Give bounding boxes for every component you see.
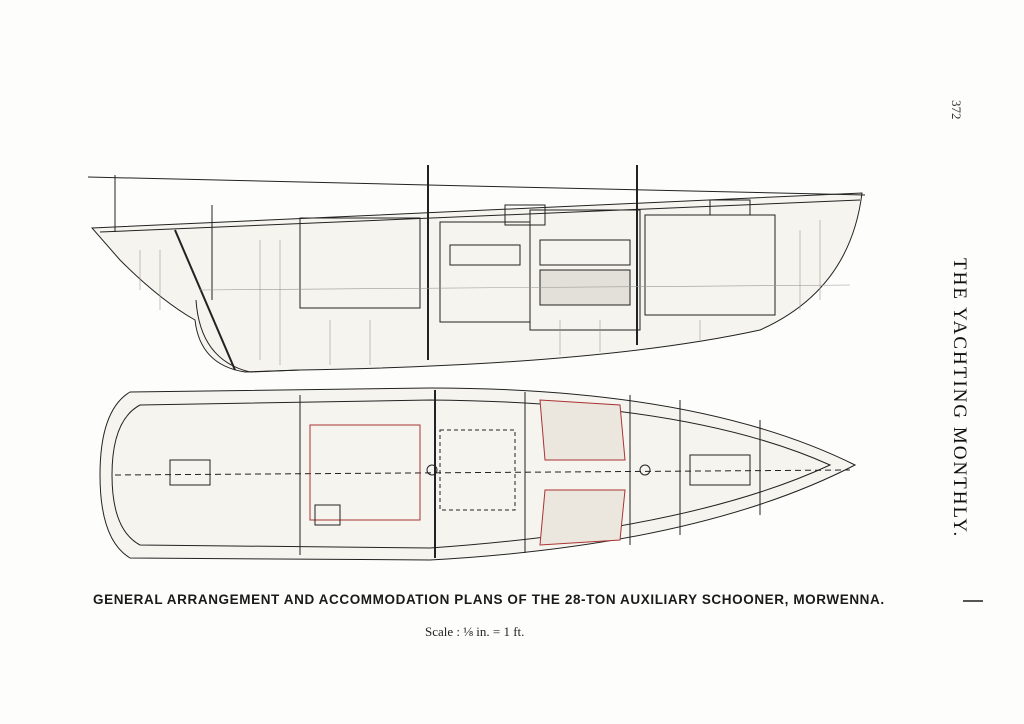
scale-note: Scale : ⅛ in. = 1 ft.: [425, 624, 525, 639]
page-edge-mark: [963, 600, 983, 602]
page-number: 372: [949, 100, 964, 120]
journal-title: THE YACHTING MONTHLY.: [949, 258, 970, 539]
accommodation-plan: [99, 387, 857, 561]
figure-caption: GENERAL ARRANGEMENT AND ACCOMMODATION PL…: [93, 592, 885, 607]
side-elevation: [87, 165, 866, 373]
